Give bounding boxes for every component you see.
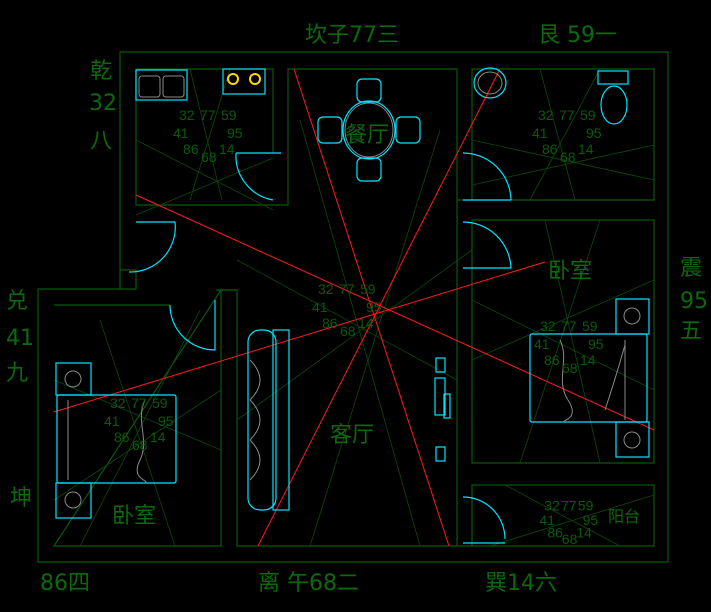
grid-number: 86 xyxy=(542,141,558,157)
room-label-bedroom-right: 卧室 xyxy=(548,259,592,284)
room-label-living: 客厅 xyxy=(330,423,374,448)
grid-number: 41 xyxy=(104,413,120,429)
grid-number: 59 xyxy=(582,318,598,334)
label-east-digit: 五 xyxy=(680,319,702,344)
grid-number: 95 xyxy=(583,512,599,528)
grid-number: 68 xyxy=(201,149,217,165)
room-label-bedroom-left: 卧室 xyxy=(112,504,156,529)
label-southwest: 86四 xyxy=(40,571,90,596)
grid-number: 68 xyxy=(562,531,578,547)
grid-number: 59 xyxy=(152,395,168,411)
bed-right-icon xyxy=(529,298,650,458)
grid-number: 68 xyxy=(340,323,356,339)
grid-number: 14 xyxy=(580,352,596,368)
grid-number: 59 xyxy=(360,281,376,297)
grid-number: 59 xyxy=(578,497,594,513)
label-southwest-trigram: 坤 xyxy=(10,486,32,511)
grid-number: 14 xyxy=(150,429,166,445)
label-east-number: 95 xyxy=(680,289,708,314)
grid-number: 59 xyxy=(221,107,237,123)
label-northwest-trigram: 乾 xyxy=(90,59,112,84)
kitchen-wall xyxy=(135,68,289,206)
grid-number: 41 xyxy=(534,336,550,352)
balcony-wall xyxy=(471,484,655,547)
grid-number: 32 xyxy=(540,318,556,334)
room-label-dining: 餐厅 xyxy=(345,123,389,148)
grid-number: 86 xyxy=(114,429,130,445)
grid-number: 32 xyxy=(110,395,126,411)
grid-number: 14 xyxy=(358,315,374,331)
grid-number: 14 xyxy=(576,525,592,541)
grid-number: 41 xyxy=(539,512,555,528)
grid-number: 41 xyxy=(173,125,189,141)
grid-number: 86 xyxy=(544,352,560,368)
grid-number: 95 xyxy=(158,413,174,429)
grid-number: 77 xyxy=(561,497,577,513)
room-label-balcony: 阳台 xyxy=(608,507,640,526)
grid-number: 59 xyxy=(580,107,596,123)
grid-number: 77 xyxy=(559,107,575,123)
axis-lines xyxy=(53,68,655,547)
label-west-digit: 九 xyxy=(6,361,28,386)
grid-number: 95 xyxy=(366,299,382,315)
grid-number: 68 xyxy=(560,149,576,165)
grid-number: 32 xyxy=(179,107,195,123)
bedroom-left-wall xyxy=(52,287,237,547)
label-northwest-number: 32 xyxy=(89,91,117,116)
outer-wall xyxy=(37,51,669,563)
grid-number: 95 xyxy=(586,125,602,141)
grid-number: 95 xyxy=(588,336,604,352)
label-northwest-digit: 八 xyxy=(90,129,112,154)
label-east-trigram: 震 xyxy=(680,256,702,281)
bedroom-right-wall xyxy=(471,219,655,464)
grid-number: 68 xyxy=(132,437,148,453)
grid-number: 77 xyxy=(339,281,355,297)
stove-icon xyxy=(222,68,266,95)
grid-number: 14 xyxy=(578,141,594,157)
grid-number: 86 xyxy=(547,525,563,541)
grid-number: 77 xyxy=(200,107,216,123)
tv-cabinet-icon xyxy=(434,357,451,462)
toilet-icon xyxy=(597,70,629,125)
grid-number: 32 xyxy=(544,497,560,513)
grid-number: 86 xyxy=(183,141,199,157)
grid-number: 77 xyxy=(131,395,147,411)
label-west-trigram: 兑 xyxy=(6,289,28,314)
dining-table-icon xyxy=(317,78,421,182)
grid-number: 77 xyxy=(561,318,577,334)
grid-number: 41 xyxy=(312,299,328,315)
bed-left-icon xyxy=(55,362,177,519)
grid-number: 68 xyxy=(562,360,578,376)
label-north: 坎子77三 xyxy=(305,23,399,48)
kitchen-sink-icon xyxy=(135,69,188,101)
label-southeast: 巽14六 xyxy=(485,571,557,596)
washbasin-icon xyxy=(473,67,507,99)
doors xyxy=(128,152,512,544)
grid-number: 86 xyxy=(322,315,338,331)
label-northeast: 艮 59一 xyxy=(538,23,617,48)
grid-number: 32 xyxy=(318,281,334,297)
grid-number: 41 xyxy=(532,125,548,141)
grid-number: 14 xyxy=(219,141,235,157)
grid-number: 32 xyxy=(538,107,554,123)
grid-number: 95 xyxy=(227,125,243,141)
label-west-number: 41 xyxy=(6,326,34,351)
sofa-icon xyxy=(247,329,290,511)
label-south: 离 午68二 xyxy=(258,571,359,596)
